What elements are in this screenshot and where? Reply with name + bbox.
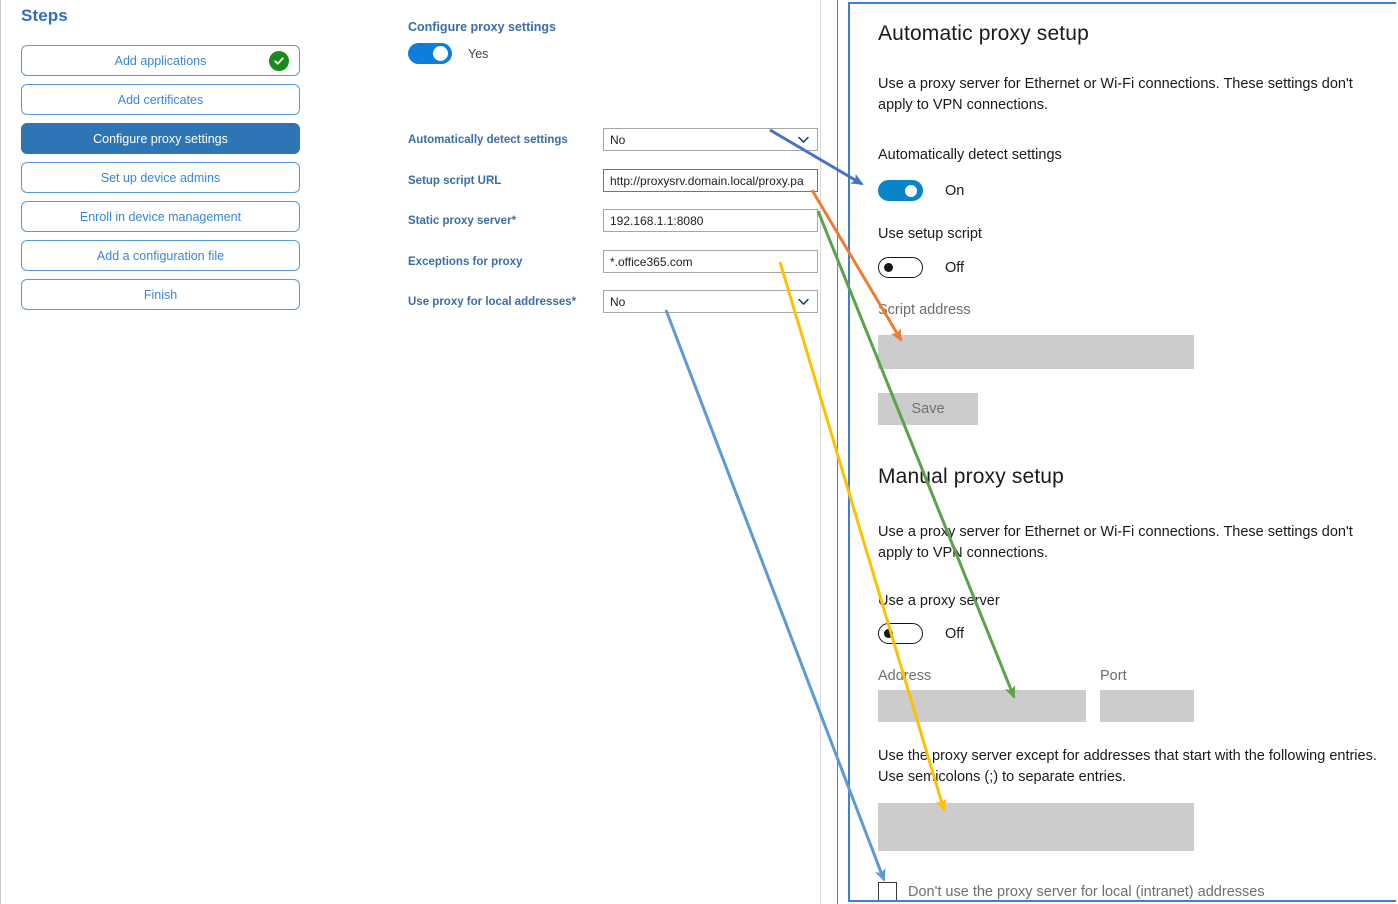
field-row-setup-script-url: Setup script URL http://proxysrv.domain.…	[408, 169, 818, 192]
steps-list: Add applications Add certificates Config…	[21, 45, 300, 318]
save-button[interactable]: Save	[878, 393, 978, 425]
steps-title: Steps	[21, 6, 68, 25]
toggle-knob	[905, 185, 917, 197]
script-address-label: Script address	[878, 302, 971, 318]
automatically-detect-settings-toggle-state: On	[945, 182, 965, 199]
field-label: Static proxy server*	[408, 214, 517, 227]
address-input[interactable]	[878, 690, 1086, 722]
step-add-applications[interactable]: Add applications	[21, 45, 300, 76]
bypass-local-addresses-label: Don't use the proxy server for local (in…	[908, 883, 1265, 900]
step-label: Configure proxy settings	[93, 131, 228, 146]
automatic-proxy-setup-description: Use a proxy server for Ethernet or Wi-Fi…	[878, 76, 1353, 113]
input-value: *.office365.com	[610, 254, 693, 269]
automatic-proxy-setup-title: Automatic proxy setup	[878, 22, 1089, 45]
port-label: Port	[1100, 668, 1127, 684]
manual-proxy-setup-description: Use a proxy server for Ethernet or Wi-Fi…	[878, 524, 1353, 561]
proxy-exceptions-input[interactable]	[878, 803, 1194, 851]
use-a-proxy-server-toggle-state: Off	[945, 625, 965, 642]
use-setup-script-toggle-row: Off	[878, 257, 964, 278]
step-label: Add certificates	[117, 92, 204, 107]
configure-proxy-toggle[interactable]	[408, 43, 452, 64]
toggle-knob	[884, 263, 893, 272]
configure-proxy-toggle-row: Yes	[408, 43, 488, 64]
form-heading: Configure proxy settings	[408, 20, 556, 34]
input-value: 192.168.1.1:8080	[610, 213, 704, 228]
exceptions-for-proxy-input[interactable]: *.office365.com	[603, 250, 818, 273]
use-a-proxy-server-toggle-row: Off	[878, 623, 964, 644]
use-a-proxy-server-toggle[interactable]	[878, 623, 923, 644]
use-setup-script-toggle-state: Off	[945, 259, 965, 276]
automatically-detect-settings-label: Automatically detect settings	[878, 147, 1062, 163]
required-marker: *	[571, 295, 577, 308]
step-label: Enroll in device management	[79, 209, 242, 224]
field-label: Automatically detect settings	[408, 133, 568, 146]
left-frame-divider	[0, 0, 1, 904]
field-label: Use proxy for local addresses*	[408, 295, 577, 308]
automatically-detect-settings-select[interactable]: No	[603, 128, 818, 151]
automatically-detect-settings-toggle[interactable]	[878, 180, 923, 201]
bypass-local-addresses-row: Don't use the proxy server for local (in…	[878, 882, 1265, 900]
step-add-a-configuration-file[interactable]: Add a configuration file	[21, 240, 300, 271]
automatically-detect-settings-toggle-row: On	[878, 180, 964, 201]
toggle-knob	[884, 629, 893, 638]
steps-panel: Steps Add applications Add certificates …	[0, 0, 330, 904]
step-finish[interactable]: Finish	[21, 279, 300, 310]
chevron-down-icon	[798, 136, 809, 143]
use-a-proxy-server-label: Use a proxy server	[878, 593, 1000, 609]
field-label: Exceptions for proxy	[408, 255, 523, 268]
step-label: Add a configuration file	[96, 248, 225, 263]
step-enroll-in-device-management[interactable]: Enroll in device management	[21, 201, 300, 232]
setup-script-url-input[interactable]: http://proxysrv.domain.local/proxy.pa	[603, 169, 818, 192]
use-proxy-for-local-addresses-select[interactable]: No	[603, 290, 818, 313]
windows-proxy-settings-pane: Automatic proxy setup Use a proxy server…	[848, 2, 1396, 902]
panel-divider-dark	[837, 0, 838, 904]
use-setup-script-label: Use setup script	[878, 226, 982, 242]
field-row-automatically-detect-settings: Automatically detect settings No	[408, 128, 818, 151]
panel-divider-light	[820, 0, 821, 904]
check-circle-icon	[269, 50, 289, 71]
step-configure-proxy-settings[interactable]: Configure proxy settings	[21, 123, 300, 154]
required-marker: *	[511, 214, 517, 227]
select-value: No	[610, 132, 626, 147]
address-label: Address	[878, 668, 932, 684]
step-label: Finish	[143, 287, 178, 302]
use-setup-script-toggle[interactable]	[878, 257, 923, 278]
script-address-input[interactable]	[878, 335, 1194, 369]
toggle-knob	[433, 46, 448, 61]
step-set-up-device-admins[interactable]: Set up device admins	[21, 162, 300, 193]
field-row-exceptions-for-proxy: Exceptions for proxy *.office365.com	[408, 250, 818, 273]
manual-proxy-setup-title: Manual proxy setup	[878, 465, 1064, 488]
proxy-form-panel: Configure proxy settings Yes Automatical…	[408, 20, 818, 313]
step-label: Set up device admins	[100, 170, 221, 185]
field-row-use-proxy-for-local-addresses: Use proxy for local addresses* No	[408, 290, 818, 313]
proxy-exceptions-description: Use the proxy server except for addresse…	[878, 748, 1377, 785]
select-value: No	[610, 294, 626, 309]
configure-proxy-toggle-label: Yes	[468, 46, 489, 61]
static-proxy-server-input[interactable]: 192.168.1.1:8080	[603, 209, 818, 232]
bypass-local-addresses-checkbox[interactable]	[878, 882, 897, 900]
step-add-certificates[interactable]: Add certificates	[21, 84, 300, 115]
input-value: http://proxysrv.domain.local/proxy.pa	[610, 173, 804, 188]
field-row-static-proxy-server: Static proxy server* 192.168.1.1:8080	[408, 209, 818, 232]
port-input[interactable]	[1100, 690, 1194, 722]
field-label: Setup script URL	[408, 174, 502, 187]
step-label: Add applications	[114, 53, 207, 68]
chevron-down-icon	[798, 298, 809, 305]
